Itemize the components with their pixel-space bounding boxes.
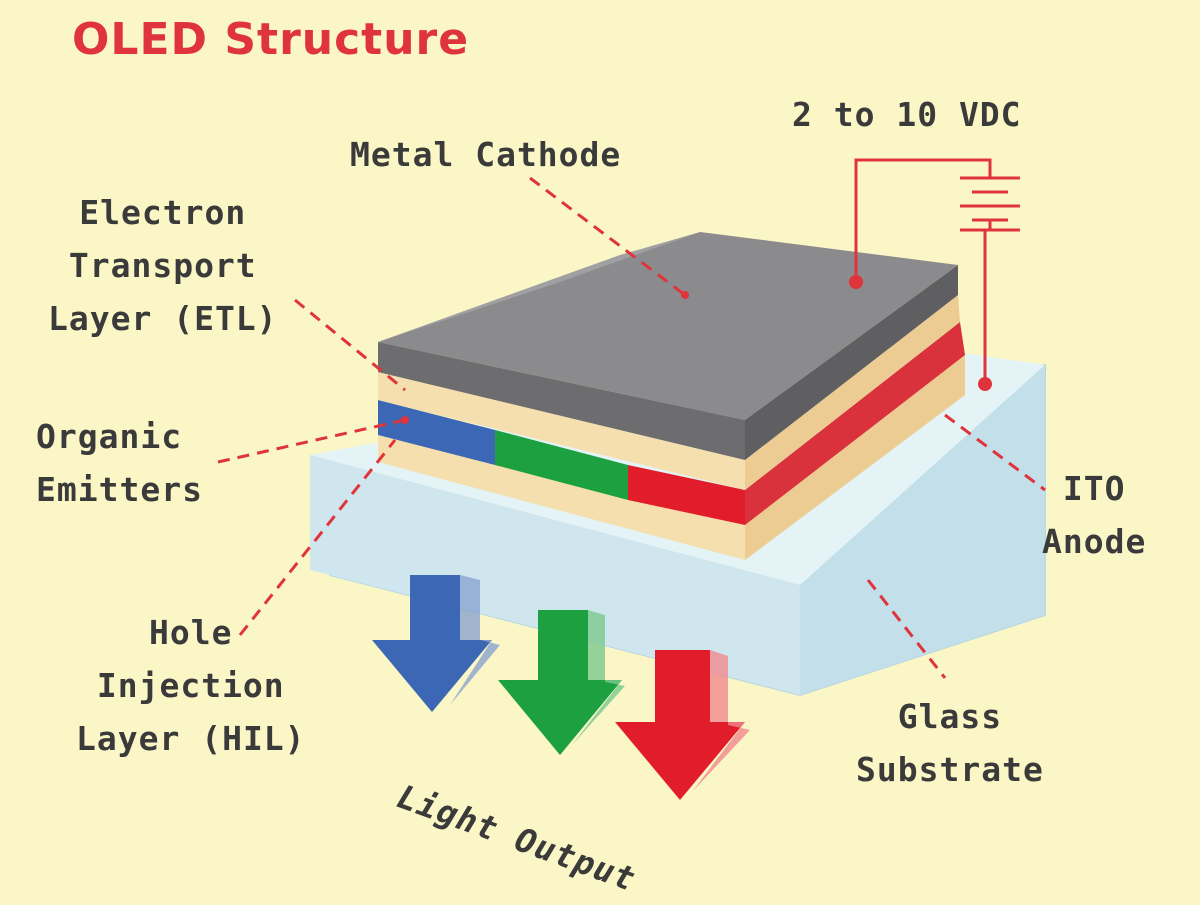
green-light-arrow	[498, 610, 625, 755]
organic-emitters-label: Organic Emitters	[36, 417, 203, 509]
etl-label: Electron Transport Layer (ETL)	[48, 193, 278, 338]
leader-lines	[217, 176, 1046, 679]
hil-label: Hole Injection Layer (HIL)	[76, 613, 306, 758]
organic-emitters-layer	[378, 322, 965, 525]
electron-transport-layer	[378, 295, 960, 490]
blue-light-arrow	[372, 575, 500, 712]
ito-anode-leader	[944, 413, 1046, 492]
metal-cathode	[378, 232, 958, 460]
ito-anode-label: ITO Anode	[1042, 469, 1147, 561]
glass-substrate-leader	[866, 579, 947, 679]
glass-substrate-label: Glass Substrate	[856, 697, 1044, 789]
diagram-title: OLED Structure	[72, 14, 470, 65]
voltage-label: 2 to 10 VDC	[792, 95, 1022, 134]
hole-injection-layer	[378, 355, 965, 560]
anode-terminal	[978, 377, 992, 391]
leader-dots	[401, 291, 689, 424]
metal-cathode-leader	[529, 176, 686, 297]
red-light-arrow	[615, 650, 750, 800]
light-output-arrows	[372, 575, 750, 800]
organic-emitters-leader	[217, 418, 406, 464]
hil-leader	[238, 439, 397, 636]
metal-cathode-label: Metal Cathode	[350, 135, 622, 174]
cathode-terminal	[849, 275, 863, 289]
etl-leader	[294, 298, 406, 392]
voltage-source	[849, 158, 1020, 391]
